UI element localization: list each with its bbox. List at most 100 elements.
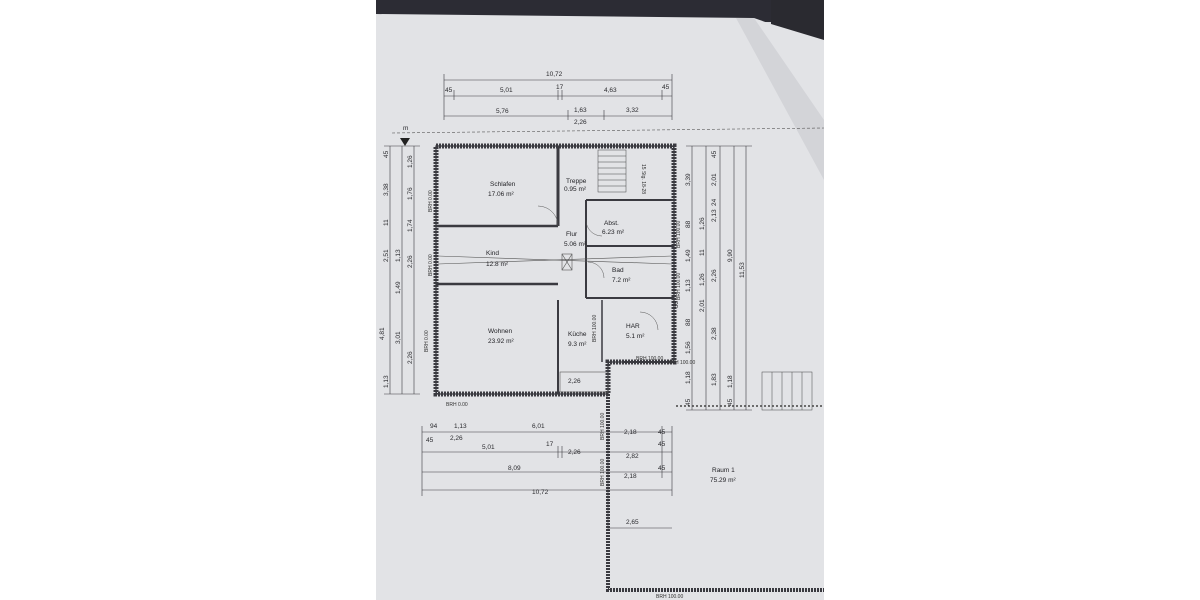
right-dim-17: 1,56: [685, 341, 692, 354]
axis-marker-icon: [400, 138, 410, 146]
stairs: [597, 149, 627, 193]
top-dim-row3-c: 3,32: [626, 107, 639, 114]
door-swings: [537, 205, 659, 331]
right-dim-19: 1,18: [685, 371, 692, 384]
bottom-dim-row2-c: 17: [546, 441, 554, 448]
paper-fold: [736, 18, 824, 180]
right-dim-16: 88: [685, 318, 692, 326]
kitchen-dim: 2,26: [568, 378, 581, 385]
bottom-dim-row2-b: 5,01: [482, 444, 495, 451]
left-dim-5: 1,13: [395, 249, 402, 262]
left-dim-3: 1,76: [407, 187, 414, 200]
left-dim-13: 2,51: [383, 249, 390, 262]
right-dim-2: 2,01: [711, 173, 718, 186]
right-dim-23: 1,18: [727, 375, 734, 388]
room-flur-area: 5.06 m²: [564, 241, 587, 248]
right-dim-21: 9,90: [727, 249, 734, 262]
room-schlafen-name: Schlafen: [490, 181, 516, 188]
top-dim-row3-sub: 2,26: [574, 119, 587, 126]
top-dim-row3-b: 1,63: [574, 107, 587, 114]
paper-sheet: [376, 14, 824, 600]
right-dim-10: 2,26: [711, 269, 718, 282]
room-wohnen-name: Wohnen: [488, 328, 512, 335]
bottom-dim-row1-a: 94: [430, 423, 438, 430]
bottom-dimension-lines: [421, 426, 673, 530]
right-dim-7: 88: [685, 220, 692, 228]
brh-label-3: BRH 0.00: [424, 330, 430, 352]
right-dim-11: 1,26: [699, 273, 706, 286]
right-dim-8: 11: [699, 249, 706, 256]
top-dim-row3-a: 5,76: [496, 108, 509, 115]
right-dim-13: 55: [673, 300, 680, 308]
bottom-dim-row3-c: 45: [658, 465, 666, 472]
room-flur-name: Flur: [566, 231, 578, 238]
room-kueche-area: 9.3 m²: [568, 341, 587, 348]
left-dim-4: 1,74: [407, 219, 414, 232]
right-dim-6: 1,26: [699, 217, 706, 230]
room-raum1-area: 75.29 m²: [710, 477, 736, 484]
left-dim-10: 1,13: [383, 375, 390, 388]
right-dim-12: 1,13: [685, 279, 692, 292]
brh-label-1: BRH 0.00: [428, 190, 434, 212]
bottom-dim-row2-mid: 2,26: [568, 449, 581, 456]
right-dim-14: 2,01: [699, 299, 706, 312]
room-abst-name: Abst.: [604, 220, 619, 227]
bottom-dim-row1-d: 2,18: [624, 429, 637, 436]
room-kueche-name: Küche: [568, 331, 587, 338]
right-dim-24: 45: [727, 398, 734, 406]
right-dim-3: 3,39: [685, 173, 692, 186]
right-dim-5: 2,13: [711, 209, 718, 222]
right-dim-18: 1,83: [711, 373, 718, 386]
brh-label-5: BRH 100.00: [676, 221, 682, 248]
room-bad-area: 7.2 m²: [612, 277, 631, 284]
room-treppe-area: 0.95 m²: [564, 186, 587, 193]
left-dimension-lines: [384, 145, 420, 395]
left-dim-8: 2,26: [407, 351, 414, 364]
brh-label-12: BRH 100.00: [656, 594, 683, 600]
right-dim-4: 24: [711, 198, 718, 206]
bottom-dim-annex: 2,65: [626, 519, 639, 526]
right-dim-15: 2,38: [711, 327, 718, 340]
top-dim-row2-e: 45: [662, 84, 670, 91]
brh-label-11: BRH 100.00: [636, 356, 663, 362]
room-bad-name: Bad: [612, 267, 624, 274]
left-dim-1: 45: [383, 150, 390, 158]
bottom-dim-row1-sub: 2,26: [450, 435, 463, 442]
top-dim-row2-b: 5,01: [500, 87, 513, 94]
left-dim-6: 2,26: [407, 255, 414, 268]
left-dim-12: 11: [383, 219, 390, 226]
room-schlafen-area: 17.06 m²: [488, 191, 514, 198]
right-dimension-lines: [686, 145, 752, 411]
room-raum1-name: Raum 1: [712, 467, 735, 474]
room-kind-name: Kind: [486, 250, 499, 257]
kitchen-counter: [559, 371, 609, 393]
bottom-dim-row3-a: 8,09: [508, 465, 521, 472]
top-dimension-lines: [443, 74, 673, 120]
floor-plan-photo: 10,72 45 5,01 17 4,63 45 5,76 1,63 3,32 …: [376, 0, 824, 600]
bottom-dim-row2-a: 45: [426, 437, 434, 444]
bottom-dim-row1-b: 1,13: [454, 423, 467, 430]
room-kind-area: 12.8 m²: [486, 261, 509, 268]
room-wohnen-area: 23.92 m²: [488, 338, 514, 345]
brh-label-6: BRH 100.00: [676, 273, 682, 300]
top-dim-row2-a: 45: [445, 87, 453, 94]
bottom-dim-row1-e: 45: [658, 429, 666, 436]
annex-stairs: [676, 371, 824, 411]
right-dim-22: 11,53: [739, 262, 746, 278]
floor-plan-drawing: 10,72 45 5,01 17 4,63 45 5,76 1,63 3,32 …: [376, 0, 824, 600]
room-har-area: 5.1 m²: [626, 333, 645, 340]
left-dim-14: 4,81: [379, 327, 386, 340]
right-dim-20: 45: [685, 398, 692, 406]
room-abst-area: 6.23 m²: [602, 229, 625, 236]
right-dim-1: 45: [711, 150, 718, 158]
bottom-dim-total: 10,72: [532, 489, 549, 496]
brh-label-2: BRH 0.00: [428, 254, 434, 276]
brh-label-8: BRH 100.00: [600, 413, 606, 440]
bottom-dim-row3-b: 2,18: [624, 473, 637, 480]
left-dim-9: 3,01: [395, 331, 402, 344]
left-dim-2: 1,26: [407, 155, 414, 168]
top-dim-row2-c: 17: [556, 84, 564, 91]
room-har-name: HAR: [626, 323, 640, 330]
stairs-label: 15 Stg. 18-28: [640, 164, 646, 194]
top-dim-row2-d: 4,63: [604, 87, 617, 94]
